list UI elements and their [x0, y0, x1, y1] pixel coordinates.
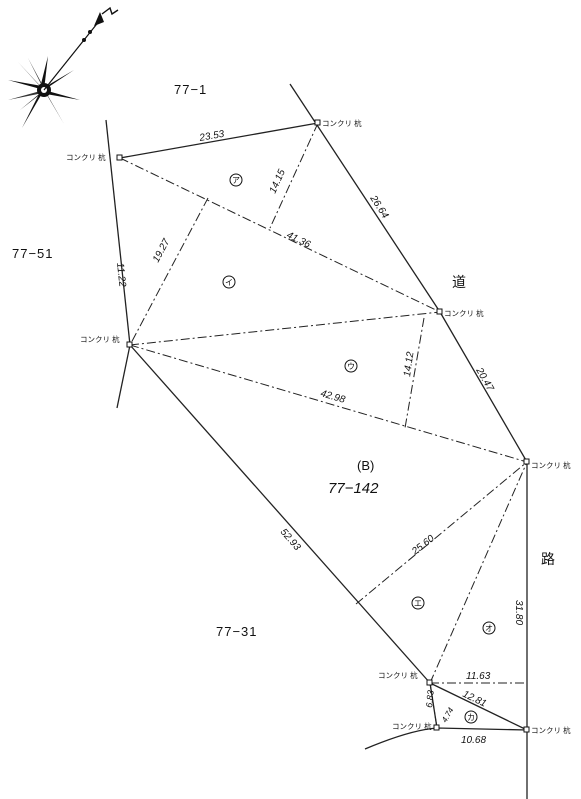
stake-label: コンクリ 杭: [392, 721, 432, 731]
measure-top-edge: 23.53: [198, 129, 226, 144]
stake-label: コンクリ 杭: [80, 334, 120, 344]
measure-bottom-h: 11.63: [466, 671, 491, 682]
neighbor-lot-southwest: 77−31: [216, 624, 258, 639]
measure-left-edge: 11.22: [114, 262, 128, 288]
measure-height-u: 14.12: [402, 351, 416, 378]
measure-middle-diag: 42.98: [319, 388, 347, 406]
section-marker-ka: カ: [464, 710, 478, 724]
measure-right-edge: 31.80: [513, 600, 524, 625]
svg-text:ウ: ウ: [347, 362, 355, 371]
measure-diag-a: 14.15: [268, 167, 288, 195]
stake-labels: コンクリ 杭 コンクリ 杭 コンクリ 杭 コンクリ 杭 コンクリ 杭 コンクリ …: [66, 118, 571, 735]
svg-text:カ: カ: [467, 713, 475, 722]
compass-rose-icon: [8, 6, 119, 128]
parcel-label: (B): [357, 458, 374, 473]
svg-text:オ: オ: [485, 624, 493, 633]
road-label-char: 路: [541, 552, 555, 568]
section-marker-o: オ: [482, 621, 496, 635]
section-marker-a: ア: [229, 173, 243, 187]
stake-label: コンクリ 杭: [444, 308, 484, 318]
stake-label: コンクリ 杭: [66, 152, 106, 162]
measure-bottom-diag: 12.81: [461, 689, 488, 710]
measure-left-long: 52.93: [278, 527, 303, 553]
section-marker-i: イ: [222, 275, 236, 289]
stake-marker: [126, 341, 133, 348]
section-marker-e: エ: [411, 596, 425, 610]
stake-marker: [426, 679, 433, 686]
parcel-number: 77−142: [328, 480, 379, 497]
neighbor-lot-north: 77−1: [174, 82, 207, 97]
stake-marker: [436, 308, 443, 315]
svg-text:エ: エ: [414, 599, 422, 608]
measure-diag-main: 41.36: [285, 230, 313, 251]
stake-label: コンクリ 杭: [531, 460, 571, 470]
road-label-char: 道: [452, 275, 466, 291]
stake-marker: [523, 458, 530, 465]
neighbor-lot-west: 77−51: [12, 246, 54, 261]
measure-height-i: 19.27: [151, 237, 173, 265]
stake-markers: [116, 119, 530, 733]
measure-small-diag: 4.74: [440, 706, 456, 724]
division-lines: [119, 122, 528, 729]
measure-right-mid: 20.47: [473, 365, 496, 393]
stake-label: コンクリ 杭: [378, 670, 418, 680]
stake-label: コンクリ 杭: [531, 725, 571, 735]
stake-marker: [314, 119, 321, 126]
stake-label: コンクリ 杭: [322, 118, 362, 128]
measure-height-e: 25.60: [409, 533, 437, 558]
section-marker-u: ウ: [344, 359, 358, 373]
svg-text:ア: ア: [232, 176, 240, 185]
measure-bottom-base: 10.68: [461, 735, 486, 746]
measure-small-v: 6.83: [424, 690, 436, 708]
stake-marker: [523, 726, 530, 733]
stake-marker: [433, 724, 440, 731]
section-markers: ア イ ウ エ オ カ: [222, 173, 496, 724]
stake-marker: [116, 154, 123, 161]
measurements: 23.53 14.15 41.36 26.64 11.22 19.27 14.1…: [114, 129, 524, 746]
svg-text:イ: イ: [225, 278, 233, 287]
